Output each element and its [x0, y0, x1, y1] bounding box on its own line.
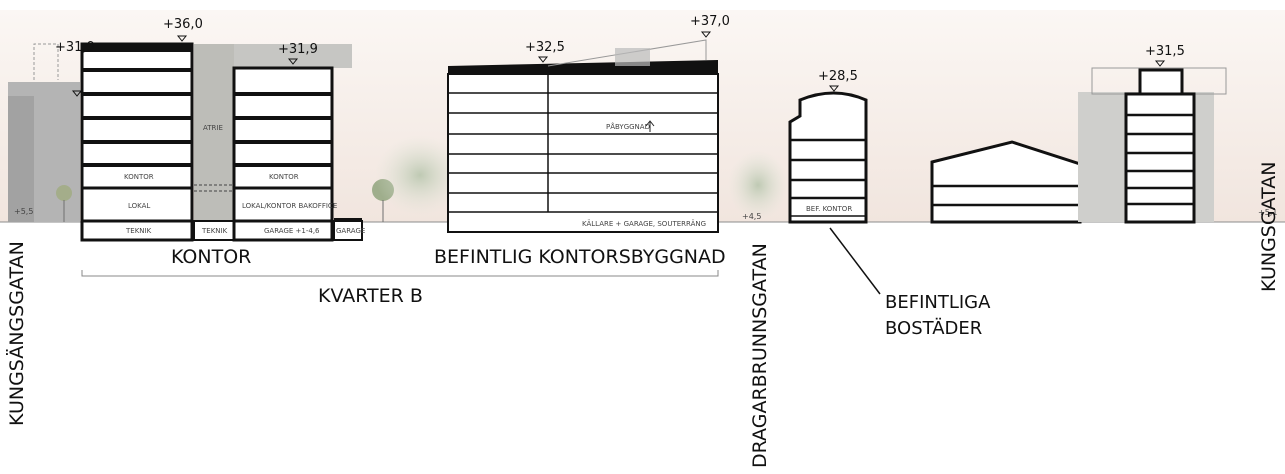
befintlig-kontorsbyggnad-label: BEFINTLIG KONTORSBYGGNAD	[434, 246, 726, 268]
level-label-a: +31,9	[55, 40, 95, 55]
room-kontor-a: KONTOR	[124, 173, 154, 181]
kvarter-bracket	[81, 270, 719, 277]
foliage-haze-1	[375, 135, 465, 215]
room-kontor-b: KONTOR	[269, 173, 299, 181]
ground-level-right: +5,1	[1258, 208, 1278, 217]
room-teknik-b: TEKNIK	[202, 227, 228, 235]
left-neighbour-outline	[33, 43, 59, 80]
level-label-g: +31,5	[1145, 44, 1185, 59]
level-label-b: +36,0	[163, 17, 203, 32]
bostader-annotation-line2: BOSTÄDER	[885, 318, 983, 339]
ground-level-left: +5,5	[14, 207, 34, 216]
room-lokal-a: LOKAL	[128, 202, 151, 210]
befintlig-kontorsbyggnad	[447, 39, 719, 233]
level-label-d: +32,5	[525, 40, 565, 55]
room-bef-kontor: BEF. KONTOR	[806, 205, 853, 213]
level-label-f: +28,5	[818, 69, 858, 84]
bostader-annotation-line1: BEFINTLIGA	[885, 292, 991, 313]
bostader-building-tower	[1078, 67, 1227, 224]
bostader-annotation: BEFINTLIGA BOSTÄDER	[885, 290, 990, 342]
kontor-building-a	[80, 42, 194, 242]
kvarter-label: KVARTER B	[318, 285, 423, 307]
level-markers	[71, 31, 1166, 97]
room-garage-b: GARAGE +1-4,6	[264, 227, 320, 235]
atrium-space	[194, 44, 234, 220]
street-label-right: KUNGSGATAN	[1258, 161, 1280, 292]
room-kallare: KÄLLARE + GARAGE, SOUTERRÄNG	[582, 220, 707, 228]
room-garage-c: GARAGE	[336, 227, 366, 235]
level-label-e: +37,0	[690, 14, 730, 29]
room-pabyggnad: PÅBYGGNAD	[606, 123, 650, 131]
kontor-building-b	[232, 66, 334, 242]
street-label-left: KUNGSÄNGSGATAN	[6, 241, 28, 426]
tree-left	[56, 185, 72, 201]
ground-level-mid: +4,5	[742, 212, 762, 221]
bostader-pointer-line	[829, 227, 881, 295]
room-teknik-a: TEKNIK	[126, 227, 152, 235]
foliage-haze-2	[728, 150, 788, 220]
street-label-middle: DRAGARBRUNNSGATAN	[749, 243, 771, 468]
room-atrie: ATRIE	[203, 124, 223, 132]
left-neighbour-building-light	[8, 96, 34, 222]
garage-roof	[334, 218, 362, 222]
level-label-c: +31,9	[278, 42, 318, 57]
kontor-label: KONTOR	[171, 246, 252, 268]
bostader-building-curved	[788, 91, 868, 224]
room-lokal-kontor: LOKAL/KONTOR BAKOFFICE	[242, 202, 338, 210]
